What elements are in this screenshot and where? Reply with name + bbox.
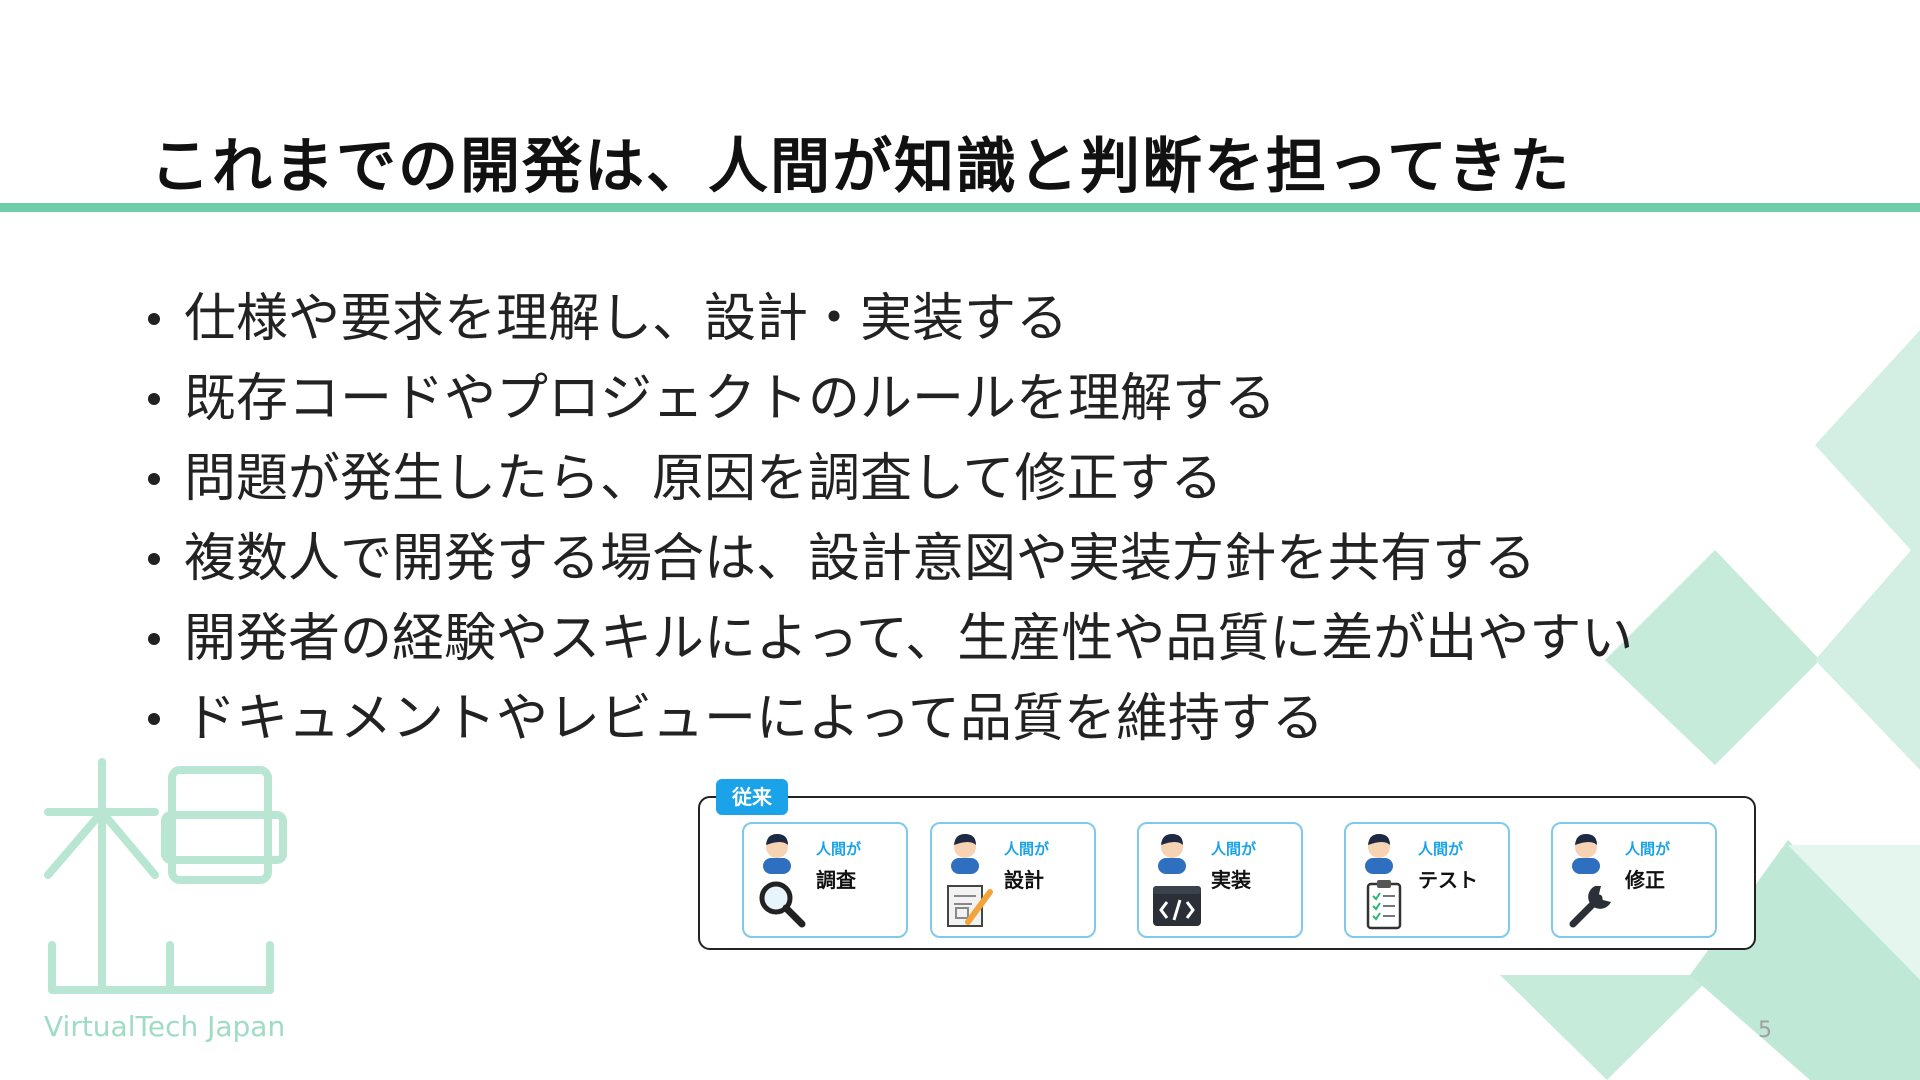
step-actor: 人間が bbox=[1004, 840, 1050, 858]
flow-step-investigate: 人間が 調査 bbox=[742, 822, 908, 938]
bullet-dot bbox=[148, 473, 160, 485]
decor-diamond bbox=[1605, 550, 1820, 765]
step-actor: 人間が bbox=[1211, 840, 1257, 858]
bullet-dot bbox=[148, 393, 160, 405]
bullet-text: ドキュメントやレビューによって品質を維持する bbox=[184, 689, 1324, 749]
decor-diamond bbox=[1788, 845, 1920, 980]
bullet-item: 仕様や要求を理解し、設計・実装する bbox=[140, 283, 1633, 363]
person-icon bbox=[763, 834, 791, 874]
wrench-icon bbox=[1569, 886, 1611, 928]
bullet-item: 既存コードやプロジェクトのルールを理解する bbox=[140, 363, 1633, 443]
slide-title: これまでの開発は、人間が知識と判断を担ってきた bbox=[150, 132, 1572, 202]
bullet-list: 仕様や要求を理解し、設計・実装する 既存コードやプロジェクトのルールを理解する … bbox=[140, 283, 1633, 763]
decor-diamond bbox=[1500, 975, 1713, 1080]
bullet-dot bbox=[148, 313, 160, 325]
step-action: 設計 bbox=[1004, 868, 1044, 892]
step-actor: 人間が bbox=[816, 840, 862, 858]
step-action: 調査 bbox=[816, 868, 856, 892]
brand-logo bbox=[44, 758, 287, 994]
flow-tag: 従来 bbox=[716, 779, 788, 815]
bullet-text: 複数人で開発する場合は、設計意図や実装方針を共有する bbox=[184, 529, 1537, 589]
title-divider bbox=[0, 203, 1920, 212]
person-icon bbox=[951, 834, 979, 874]
flow-step-test: 人間が テスト bbox=[1344, 822, 1510, 938]
page-number: 5 bbox=[1758, 1018, 1772, 1043]
magnifier-icon bbox=[759, 881, 806, 928]
step-actor: 人間が bbox=[1625, 840, 1671, 858]
brand-name: VirtualTech Japan bbox=[44, 1010, 286, 1043]
bullet-text: 開発者の経験やスキルによって、生産性や品質に差が出やすい bbox=[184, 609, 1634, 669]
bullet-dot bbox=[148, 553, 160, 565]
bullet-dot bbox=[148, 633, 160, 645]
bullet-dot bbox=[148, 713, 160, 725]
flow-step-implement: 人間が 実装 bbox=[1137, 822, 1303, 938]
decor-diamond bbox=[1815, 330, 1920, 560]
step-action: テスト bbox=[1418, 868, 1478, 892]
blueprint-pencil-icon bbox=[947, 885, 993, 927]
checklist-clipboard-icon bbox=[1366, 880, 1402, 930]
step-action: 修正 bbox=[1625, 868, 1665, 892]
bullet-text: 問題が発生したら、原因を調査して修正する bbox=[184, 449, 1223, 509]
person-icon bbox=[1158, 834, 1186, 874]
flow-step-design: 人間が 設計 bbox=[930, 822, 1096, 938]
bullet-item: 複数人で開発する場合は、設計意図や実装方針を共有する bbox=[140, 523, 1633, 603]
flow-step-fix: 人間が 修正 bbox=[1551, 822, 1717, 938]
person-icon bbox=[1365, 834, 1393, 874]
bullet-text: 仕様や要求を理解し、設計・実装する bbox=[184, 289, 1069, 349]
step-actor: 人間が bbox=[1418, 840, 1464, 858]
bullet-text: 既存コードやプロジェクトのルールを理解する bbox=[184, 369, 1277, 429]
step-action: 実装 bbox=[1211, 868, 1251, 892]
bullet-item: ドキュメントやレビューによって品質を維持する bbox=[140, 683, 1633, 763]
bullet-item: 開発者の経験やスキルによって、生産性や品質に差が出やすい bbox=[140, 603, 1633, 683]
code-window-icon bbox=[1153, 886, 1201, 926]
person-icon bbox=[1572, 834, 1600, 874]
bullet-item: 問題が発生したら、原因を調査して修正する bbox=[140, 443, 1633, 523]
decor-diamond bbox=[1815, 540, 1920, 770]
